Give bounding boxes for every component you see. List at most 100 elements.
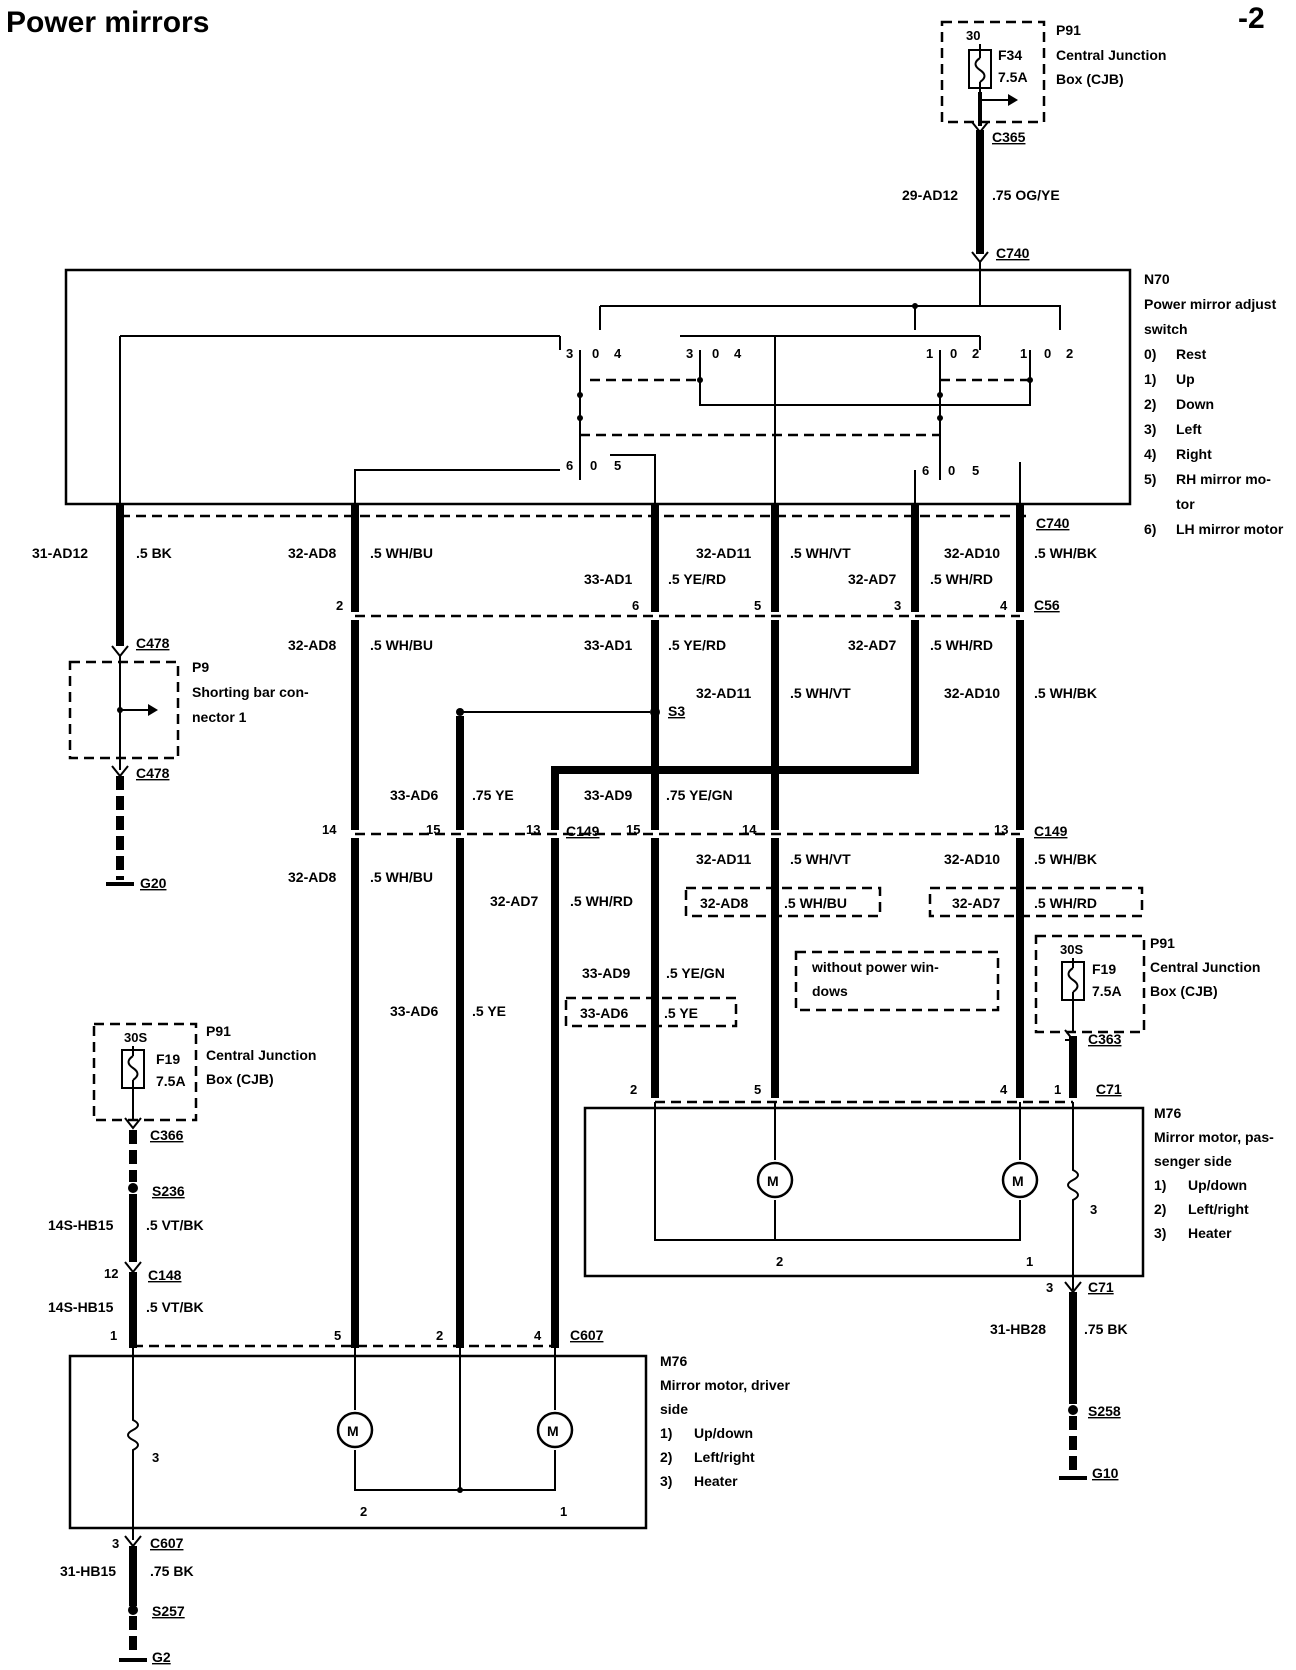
page-title: Power mirrors	[6, 6, 209, 39]
svg-text:3: 3	[112, 1536, 119, 1551]
svg-text:2: 2	[436, 1328, 443, 1343]
svg-text:4): 4)	[1144, 446, 1156, 462]
svg-text:3: 3	[1090, 1202, 1097, 1217]
svg-text:33-AD1: 33-AD1	[584, 637, 632, 653]
alt-wire-33-ad6-box	[564, 996, 738, 1028]
shorting-bar-arrow-icon	[148, 704, 158, 716]
svg-text:32-AD7: 32-AD7	[490, 893, 538, 909]
svg-text:4: 4	[734, 346, 742, 361]
fuse-f34-icon	[974, 44, 986, 92]
svg-text:2): 2)	[1144, 396, 1156, 412]
svg-text:Box (CJB): Box (CJB)	[206, 1071, 274, 1087]
svg-text:33-AD9: 33-AD9	[584, 787, 632, 803]
connector-c607-top-label: C607	[570, 1327, 604, 1343]
svg-text:3: 3	[152, 1450, 159, 1465]
svg-text:.5 WH/RD: .5 WH/RD	[930, 637, 993, 653]
svg-text:P91: P91	[206, 1023, 231, 1039]
svg-text:32-AD8: 32-AD8	[288, 637, 336, 653]
svg-text:Mirror motor, driver: Mirror motor, driver	[660, 1377, 790, 1393]
svg-text:Right: Right	[1176, 446, 1212, 462]
svg-text:M: M	[547, 1423, 559, 1439]
svg-text:4: 4	[1000, 1082, 1008, 1097]
svg-text:Mirror motor, pas-: Mirror motor, pas-	[1154, 1129, 1274, 1145]
connector-c148-icon	[124, 1261, 142, 1274]
svg-text:3): 3)	[1144, 421, 1156, 437]
svg-text:RH mirror mo-: RH mirror mo-	[1176, 471, 1271, 487]
svg-text:6: 6	[566, 458, 573, 473]
svg-text:.5 YE/RD: .5 YE/RD	[668, 571, 726, 587]
m76-passenger-box	[583, 1106, 1145, 1278]
svg-text:.5 WH/BK: .5 WH/BK	[1034, 851, 1097, 867]
svg-text:1: 1	[926, 346, 933, 361]
svg-text:32-AD8: 32-AD8	[288, 545, 336, 561]
m76-driver-box	[68, 1354, 648, 1530]
svg-text:Left: Left	[1176, 421, 1202, 437]
svg-text:C607: C607	[150, 1535, 184, 1551]
svg-text:0: 0	[590, 458, 597, 473]
p91-top-box-outline	[940, 20, 1046, 124]
wire-31-ad12-spec: .5 BK	[136, 545, 172, 561]
svg-text:P91: P91	[1150, 935, 1175, 951]
connector-c148-label: C148	[148, 1267, 182, 1283]
svg-text:M76: M76	[660, 1353, 687, 1369]
svg-text:F19: F19	[156, 1051, 180, 1067]
svg-text:M: M	[767, 1173, 779, 1189]
connector-c478-bottom-label: C478	[136, 765, 170, 781]
connector-c71-top-label: C71	[1096, 1081, 1122, 1097]
svg-text:3): 3)	[1154, 1225, 1166, 1241]
p91-right-fuse-box: 30S F19 7.5A P91 Central Junction Box (C…	[1034, 934, 1260, 1034]
n70-desc1: Power mirror adjust	[1144, 296, 1277, 312]
svg-text:Left/right: Left/right	[694, 1449, 755, 1465]
svg-text:.5 WH/BK: .5 WH/BK	[1034, 545, 1097, 561]
p9-shorting-bar-box	[68, 660, 180, 760]
note-without-line1: without power win-	[811, 959, 939, 975]
svg-text:6: 6	[632, 598, 639, 613]
svg-text:.75 YE/GN: .75 YE/GN	[666, 787, 733, 803]
svg-text:5: 5	[614, 458, 621, 473]
svg-text:.5 WH/VT: .5 WH/VT	[790, 851, 851, 867]
connector-c740-bottom-label: C740	[1036, 515, 1070, 531]
connector-c478-top-icon	[111, 645, 129, 658]
svg-text:5: 5	[754, 1082, 761, 1097]
note-without-power-windows-box	[794, 950, 1000, 1012]
svg-text:Down: Down	[1176, 396, 1214, 412]
svg-text:33-AD6: 33-AD6	[390, 1003, 438, 1019]
p9-desc2: nector 1	[192, 709, 247, 725]
connector-c740-top-label: C740	[996, 245, 1030, 261]
svg-text:Central Junction: Central Junction	[206, 1047, 316, 1063]
svg-text:32-AD7: 32-AD7	[848, 637, 896, 653]
svg-text:.5 YE/GN: .5 YE/GN	[666, 965, 725, 981]
svg-text:.5 WH/BU: .5 WH/BU	[784, 895, 847, 911]
svg-text:M: M	[347, 1423, 359, 1439]
p91-top-desc2: Box (CJB)	[1056, 71, 1124, 87]
svg-text:2: 2	[1066, 346, 1073, 361]
svg-text:32-AD7: 32-AD7	[848, 571, 896, 587]
svg-text:6): 6)	[1144, 521, 1156, 537]
p9-desc1: Shorting bar con-	[192, 684, 309, 700]
svg-text:0: 0	[1044, 346, 1051, 361]
alt-wire-32-ad7-box	[928, 886, 1144, 918]
p91-top-id: P91	[1056, 22, 1081, 38]
svg-text:5: 5	[972, 463, 979, 478]
fuse-f34-label: F34	[998, 47, 1022, 63]
alt-wire-32-ad8-box	[684, 886, 882, 918]
svg-text:33-AD9: 33-AD9	[582, 965, 630, 981]
n70-id: N70	[1144, 271, 1170, 287]
svg-text:.5 WH/VT: .5 WH/VT	[790, 545, 851, 561]
svg-text:.5 VT/BK: .5 VT/BK	[146, 1217, 204, 1233]
svg-text:32-AD8: 32-AD8	[700, 895, 748, 911]
svg-text:.5 YE: .5 YE	[664, 1005, 698, 1021]
svg-text:2: 2	[360, 1504, 367, 1519]
svg-text:32-AD10: 32-AD10	[944, 545, 1000, 561]
splice-s257-label: S257	[152, 1603, 185, 1619]
p91-top-terminal: 30	[966, 28, 980, 43]
wire-29-ad12-code: 29-AD12	[902, 187, 958, 203]
wire-29-ad12-spec: .75 OG/YE	[992, 187, 1060, 203]
connector-c149-label-left: C149	[566, 823, 600, 839]
svg-text:LH mirror motor: LH mirror motor	[1176, 521, 1284, 537]
motor-drv-leftright-icon	[336, 1411, 374, 1449]
wire-32-ad7-mid	[551, 620, 919, 830]
ground-g10-label: G10	[1092, 1465, 1119, 1481]
svg-text:4: 4	[614, 346, 622, 361]
